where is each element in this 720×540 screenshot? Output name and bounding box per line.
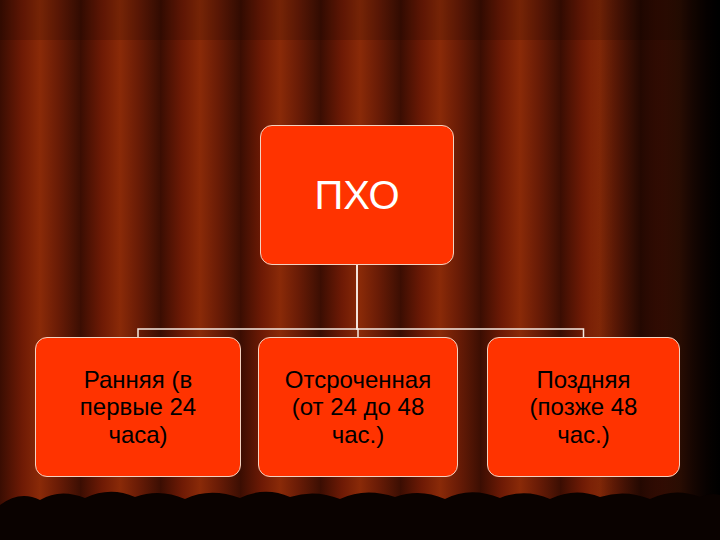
node-label: Поздняя (позже 48 час.) [524, 366, 644, 449]
node-label: ПХО [314, 172, 399, 218]
tree-connector [138, 265, 357, 337]
root-box: ПХО [260, 125, 454, 265]
node-label: Отсроченная (от 24 до 48 час.) [268, 366, 448, 449]
curtain-fringe [0, 492, 720, 540]
category-box: Ранняя (в первые 24 часа) [35, 337, 241, 477]
node-label: Ранняя (в первые 24 часа) [76, 366, 201, 449]
category-box: Поздняя (позже 48 час.) [487, 337, 680, 477]
tree-connector [357, 265, 584, 337]
curtain-shade [0, 0, 720, 40]
category-box: Отсроченная (от 24 до 48 час.) [258, 337, 458, 477]
